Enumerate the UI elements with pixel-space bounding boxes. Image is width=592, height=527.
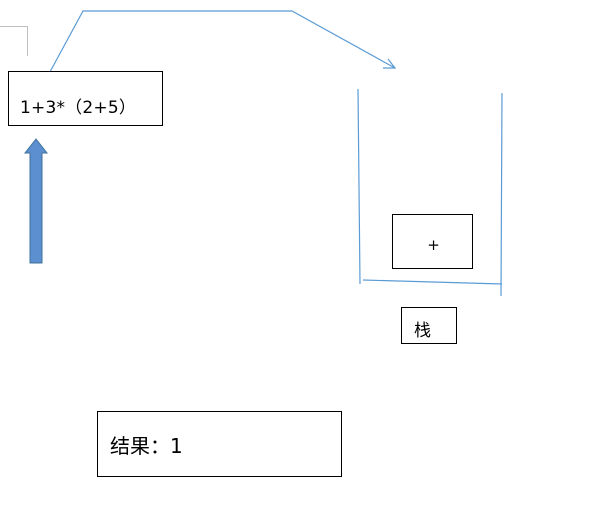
result-box: 结果：1: [97, 411, 342, 477]
stack-right-wall: [500, 92, 503, 297]
stack-top-operator: +: [427, 236, 440, 254]
stack-label-box: 栈: [401, 307, 457, 344]
result-label: 结果：: [110, 434, 170, 458]
page-corner-mark: [0, 26, 28, 56]
stack-bottom: [362, 279, 503, 285]
stack-top-element: +: [392, 214, 473, 269]
expression-box: 1+3*（2+5）: [8, 71, 163, 126]
result-value: 1: [170, 434, 183, 458]
expression-text: 1+3*（2+5）: [20, 98, 137, 118]
flow-line: [37, 10, 396, 95]
stack-left-wall: [357, 88, 361, 285]
scan-pointer-arrow: [23, 138, 49, 264]
stack-label: 栈: [414, 321, 431, 341]
flow-arrowhead: [383, 58, 397, 69]
